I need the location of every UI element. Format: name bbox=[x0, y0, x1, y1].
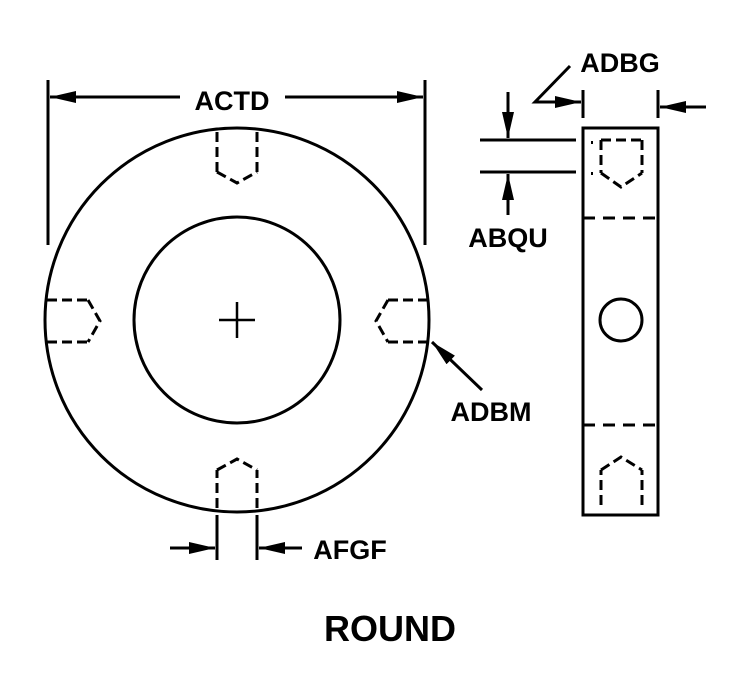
abqu-label: ABQU bbox=[468, 223, 548, 253]
actd-dimension bbox=[46, 80, 427, 245]
adbg-dimension bbox=[531, 64, 706, 118]
hole-left bbox=[47, 298, 102, 344]
actd-label: ACTD bbox=[195, 86, 270, 116]
abqu-dimension bbox=[480, 92, 576, 215]
adbm-leader bbox=[430, 340, 484, 392]
front-view bbox=[43, 126, 431, 514]
center-mark bbox=[219, 302, 255, 338]
adbm-label: ADBM bbox=[451, 397, 532, 427]
hole-top bbox=[215, 132, 259, 185]
adbg-label: ADBG bbox=[580, 48, 660, 78]
outer-circle bbox=[43, 126, 431, 514]
hole-bottom bbox=[215, 457, 259, 508]
afgf-dimension bbox=[170, 515, 302, 560]
inner-bore bbox=[132, 215, 342, 425]
side-view bbox=[581, 126, 660, 517]
hole-right bbox=[374, 298, 428, 344]
diagram-title: ROUND bbox=[324, 608, 456, 649]
afgf-label: AFGF bbox=[313, 535, 387, 565]
